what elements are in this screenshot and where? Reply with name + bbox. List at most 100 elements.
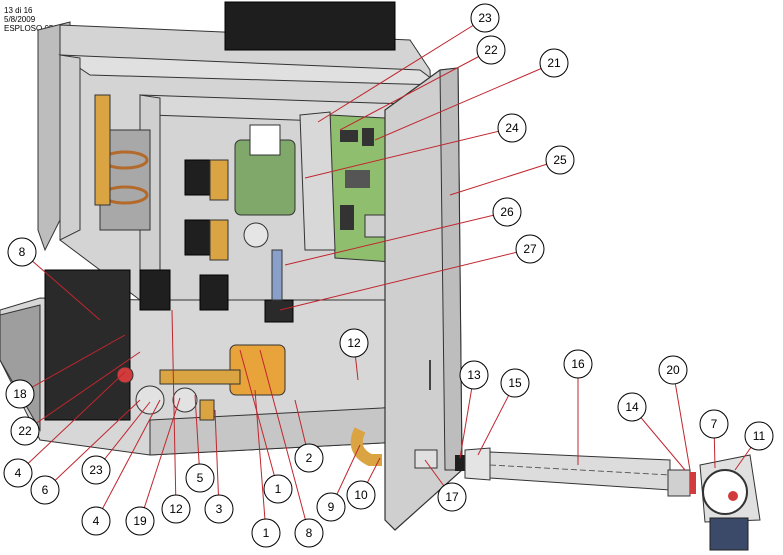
callout-20: 20 <box>658 355 688 385</box>
callout-number: 26 <box>500 205 514 219</box>
callout-bubble <box>459 360 489 390</box>
boiler-assembly <box>94 94 151 231</box>
callout-number: 4 <box>93 514 100 528</box>
callout-bubble <box>81 455 111 485</box>
callout-8: 8 <box>7 237 37 267</box>
callout-bubble <box>263 474 293 504</box>
callout-bubble <box>3 458 33 488</box>
callout-number: 1 <box>275 482 282 496</box>
callout-3: 3 <box>204 494 234 524</box>
callout-2: 2 <box>294 443 324 473</box>
callout-bubble <box>161 494 191 524</box>
callout-number: 6 <box>42 483 49 497</box>
callout-13: 13 <box>459 360 489 390</box>
callout-12: 12 <box>339 328 369 358</box>
callout-bubble <box>346 480 376 510</box>
callout-bubble <box>476 35 506 65</box>
callout-number: 2 <box>306 451 313 465</box>
callout-number: 8 <box>306 526 313 540</box>
callout-number: 18 <box>13 387 27 401</box>
callout-27: 27 <box>515 234 545 264</box>
callout-bubble <box>699 409 729 439</box>
callout-6: 6 <box>30 475 60 505</box>
callout-number: 20 <box>666 363 680 377</box>
callout-number: 23 <box>478 11 492 25</box>
callout-number: 16 <box>571 357 585 371</box>
callout-14: 14 <box>617 392 647 422</box>
callout-number: 21 <box>547 56 561 70</box>
callout-23: 23 <box>470 3 500 33</box>
callout-number: 19 <box>133 514 147 528</box>
callout-18: 18 <box>5 379 35 409</box>
callout-number: 12 <box>347 336 361 350</box>
electronic-board <box>299 111 393 263</box>
callout-8: 8 <box>294 518 324 548</box>
callout-bubble <box>185 463 215 493</box>
callout-17: 17 <box>437 482 467 512</box>
callout-number: 25 <box>553 153 567 167</box>
callout-number: 27 <box>523 242 537 256</box>
callout-bubble <box>339 328 369 358</box>
callout-number: 5 <box>197 471 204 485</box>
callout-bubble <box>437 482 467 512</box>
solenoid-valves <box>139 159 229 311</box>
callout-19: 19 <box>125 506 155 536</box>
callout-bubble <box>7 237 37 267</box>
callout-23: 23 <box>81 455 111 485</box>
pump-assembly <box>116 249 294 421</box>
callout-number: 3 <box>216 502 223 516</box>
callout-15: 15 <box>500 368 530 398</box>
callout-number: 10 <box>354 488 368 502</box>
callout-number: 13 <box>467 368 481 382</box>
callout-7: 7 <box>699 409 729 439</box>
callout-12: 12 <box>161 494 191 524</box>
callout-number: 8 <box>19 245 26 259</box>
callout-bubble <box>658 355 688 385</box>
callout-bubble <box>500 368 530 398</box>
callout-bubble <box>470 3 500 33</box>
callout-bubble <box>744 421 774 451</box>
callout-number: 24 <box>505 121 519 135</box>
callout-bubble <box>251 518 281 548</box>
callout-bubble <box>30 475 60 505</box>
side-door-panel <box>384 67 463 531</box>
callout-9: 9 <box>316 492 346 522</box>
callout-26: 26 <box>492 197 522 227</box>
callout-21: 21 <box>539 48 569 78</box>
callout-bubble <box>515 234 545 264</box>
callout-bubble <box>545 145 575 175</box>
callout-number: 4 <box>15 466 22 480</box>
callout-bubble <box>563 349 593 379</box>
callout-bubble <box>294 443 324 473</box>
callout-number: 14 <box>625 400 639 414</box>
callout-5: 5 <box>185 463 215 493</box>
callout-bubble <box>204 494 234 524</box>
callout-number: 22 <box>484 43 498 57</box>
control-module <box>234 124 296 248</box>
callout-bubble <box>497 113 527 143</box>
callout-22: 22 <box>476 35 506 65</box>
callout-bubble <box>125 506 155 536</box>
sheet-date: 5/8/2009 <box>4 15 36 24</box>
callout-number: 17 <box>445 490 459 504</box>
callout-number: 11 <box>753 429 766 443</box>
callout-bubble <box>539 48 569 78</box>
callout-bubble <box>10 416 40 446</box>
callout-number: 15 <box>508 376 522 390</box>
callout-bubble <box>81 506 111 536</box>
callout-number: 12 <box>169 502 183 516</box>
callout-10: 10 <box>346 480 376 510</box>
callout-bubble <box>617 392 647 422</box>
callout-number: 7 <box>711 417 718 431</box>
callout-number: 22 <box>18 424 32 438</box>
sheet-drawing-code: ESPLOSO 05/MB <box>4 24 68 33</box>
callout-bubble <box>492 197 522 227</box>
callout-22: 22 <box>10 416 40 446</box>
callout-bubble <box>316 492 346 522</box>
callout-11: 11 <box>744 421 774 451</box>
callout-number: 1 <box>263 526 270 540</box>
callout-1: 1 <box>251 518 281 548</box>
callout-bubble <box>294 518 324 548</box>
